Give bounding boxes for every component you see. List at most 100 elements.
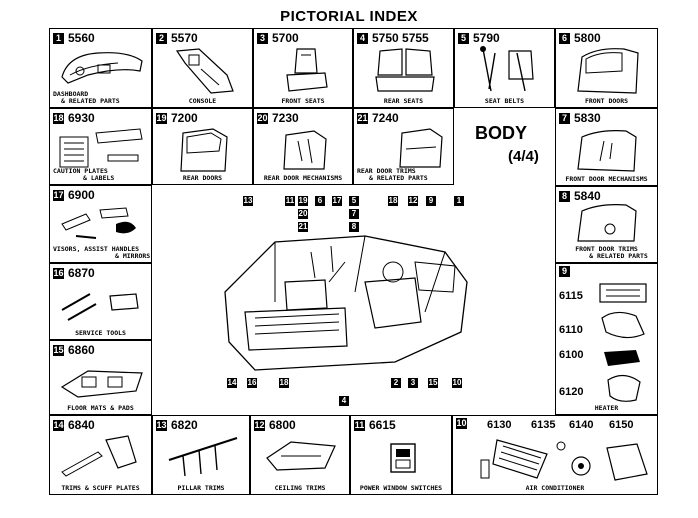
- index-number-badge: 19: [156, 112, 167, 124]
- index-number-badge: 8: [559, 190, 570, 202]
- index-number-badge: 13: [156, 419, 167, 431]
- ceiling-trim-illustration: [266, 441, 336, 471]
- part-code: 6820: [171, 418, 198, 432]
- callout-label: 12: [408, 196, 418, 206]
- index-number-badge: 21: [357, 112, 368, 124]
- part-code: 6150: [609, 419, 634, 431]
- door-trim-illustration: [399, 128, 443, 168]
- part-code: 5790: [473, 31, 500, 45]
- caption: SERVICE TOOLS: [75, 329, 126, 337]
- part-code: 6930: [68, 111, 95, 125]
- rear-door-illustration: [180, 128, 228, 172]
- window-switch-illustration: [390, 443, 416, 473]
- vehicle-interior-illustration: [224, 235, 468, 371]
- index-number-badge: 6: [559, 32, 570, 44]
- caption: TRIMS & SCUFF PLATES: [61, 484, 140, 492]
- index-number-badge: 17: [53, 189, 64, 201]
- caption: FRONT DOOR TRIMS& RELATED PARTS: [575, 245, 648, 260]
- caption: POWER WINDOW SWITCHES: [359, 484, 443, 492]
- index-cell-heater[interactable]: 9 6115 6110 6100 6120 HEATER: [555, 263, 658, 415]
- callout-label: 15: [428, 378, 438, 388]
- caption: FRONT SEATS: [281, 97, 325, 105]
- index-cell-caution-plates[interactable]: 18 6930 CAUTION PLATES& LABELS: [49, 108, 152, 185]
- part-code: 6800: [269, 418, 296, 432]
- front-door-mechanism-illustration: [577, 130, 637, 172]
- index-number-badge: 18: [53, 112, 64, 124]
- callout-label: 11: [285, 196, 295, 206]
- front-door-illustration: [577, 48, 639, 94]
- index-number-badge: 5: [458, 32, 469, 44]
- front-door-trim-illustration: [577, 204, 637, 242]
- callout-label: 17: [332, 196, 342, 206]
- index-cell-scuff-plates[interactable]: 14 6840 TRIMS & SCUFF PLATES: [49, 415, 152, 495]
- part-code: 6870: [68, 266, 95, 280]
- part-code: 6615: [369, 418, 396, 432]
- callout-label: 5: [349, 196, 359, 206]
- caption: CAUTION PLATES& LABELS: [53, 167, 115, 182]
- callout-label: 10: [452, 378, 462, 388]
- part-code: 7240: [372, 111, 399, 125]
- index-cell-front-door-trims[interactable]: 8 5840 FRONT DOOR TRIMS& RELATED PARTS: [555, 186, 658, 263]
- part-code: 6100: [559, 349, 584, 361]
- caption: VISORS, ASSIST HANDLES& MIRRORS: [53, 245, 151, 260]
- visor-illustration: [61, 207, 136, 239]
- part-code: 5560: [68, 31, 95, 45]
- callout-label: 14: [227, 378, 237, 388]
- caption: CEILING TRIMS: [274, 484, 326, 492]
- caption: FLOOR MATS & PADS: [67, 404, 134, 412]
- part-code: 5570: [171, 31, 198, 45]
- index-number-badge: 9: [559, 266, 570, 277]
- part-code: 7200: [171, 111, 198, 125]
- callout-label: 16: [247, 378, 257, 388]
- caption: AIR CONDITIONER: [525, 484, 585, 492]
- section-title: BODY: [475, 123, 528, 143]
- index-number-badge: 11: [354, 419, 365, 431]
- callout-label: 2: [391, 378, 401, 388]
- part-code: 5700: [272, 31, 299, 45]
- part-code: 7230: [272, 111, 299, 125]
- index-number-badge: 15: [53, 344, 64, 356]
- caption: FRONT DOORS: [584, 97, 629, 105]
- part-code: 5840: [574, 189, 601, 203]
- caption: REAR DOOR MECHANISMS: [263, 174, 343, 182]
- index-number-badge: 7: [559, 112, 570, 124]
- caption: FRONT DOOR MECHANISMS: [565, 175, 648, 183]
- caption: REAR SEATS: [383, 97, 424, 105]
- heater-illustration: [599, 283, 647, 402]
- index-number-badge: 14: [53, 419, 64, 431]
- callout-label: 18: [279, 378, 289, 388]
- door-mechanism-illustration: [283, 130, 327, 170]
- index-cell-seat-belts[interactable]: 5 5790 SEAT BELTS: [454, 28, 555, 108]
- index-cell-air-conditioner[interactable]: 10 6130 6135 6140 6150 AIR CONDITIONER: [452, 415, 658, 495]
- index-cell-front-door-mechanisms[interactable]: 7 5830 FRONT DOOR MECHANISMS: [555, 108, 658, 186]
- callout-label: 3: [408, 378, 418, 388]
- caption: SEAT BELTS: [484, 97, 525, 105]
- index-cell-power-window-switches[interactable]: 11 6615 POWER WINDOW SWITCHES: [350, 415, 452, 495]
- part-code: 5830: [574, 111, 601, 125]
- callout-label: 20: [298, 209, 308, 219]
- caption: CONSOLE: [188, 97, 217, 105]
- index-cell-service-tools[interactable]: 16 6870 SERVICE TOOLS: [49, 263, 152, 340]
- part-code: 6110: [559, 324, 583, 336]
- seat-belt-illustration: [480, 46, 534, 92]
- callout-label: 8: [349, 222, 359, 232]
- part-code: 6840: [68, 418, 95, 432]
- front-seat-illustration: [286, 48, 328, 92]
- index-number-badge: 16: [53, 267, 64, 279]
- air-conditioner-illustration: [480, 439, 648, 481]
- caption: DASHBOARD& RELATED PARTS: [53, 90, 120, 105]
- caution-label-illustration: [59, 128, 143, 168]
- callout-label: 18: [388, 196, 398, 206]
